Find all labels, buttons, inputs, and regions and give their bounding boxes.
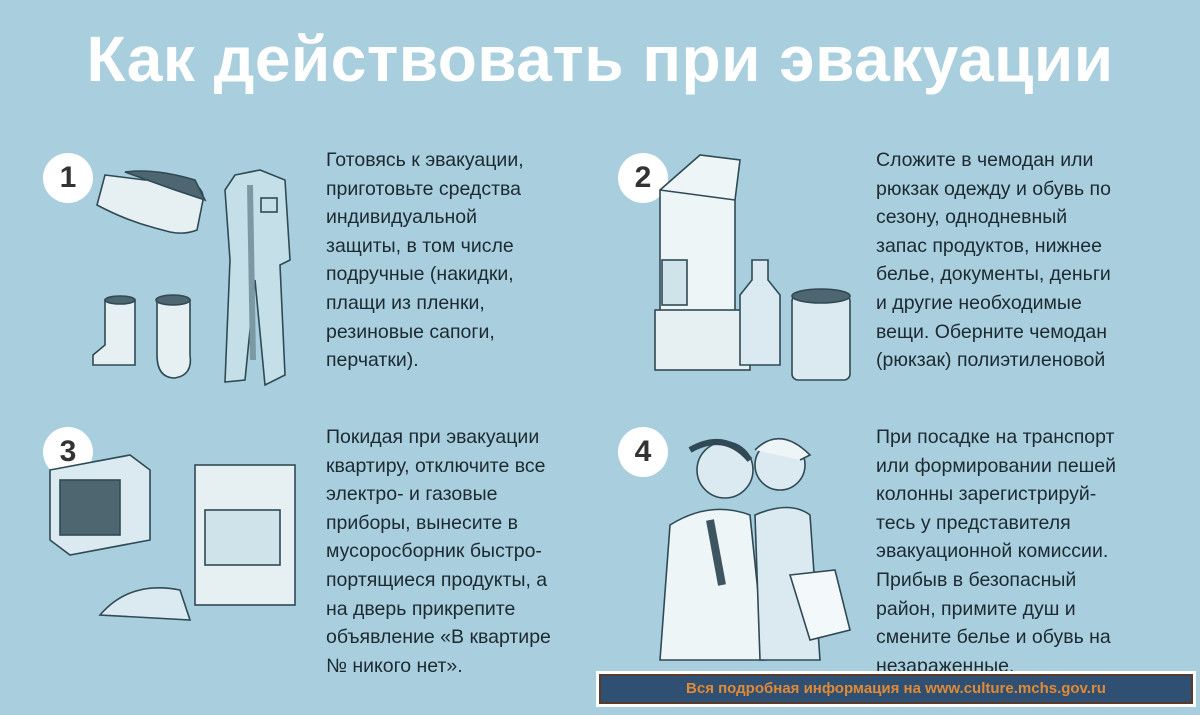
step-4-line: тесь у представителя <box>876 511 1071 534</box>
protective-gear-illustration <box>85 160 315 405</box>
step-2-line: запас продуктов, нижнее <box>876 234 1102 257</box>
step-2-line: рюкзак одежду и обувь по <box>876 177 1111 200</box>
info-banner: Вся подробная информация на www.culture.… <box>596 671 1196 707</box>
step-1-line: резиновые сапоги, <box>326 320 495 343</box>
step-3-line: № никого нет». <box>326 654 463 677</box>
step-3-line: портящиеся продукты, а <box>326 568 548 591</box>
poster-title: Как действовать при эвакуации <box>86 23 1114 95</box>
step-1-line: индивидуальной <box>326 206 477 229</box>
info-link[interactable]: Вся подробная информация на www.culture.… <box>599 674 1193 704</box>
step-1-text: Готовясь к эвакуации, приготовьте средст… <box>326 146 596 375</box>
step-1-badge: 1 <box>43 153 93 203</box>
step-1-line: Готовясь к эвакуации, <box>326 149 524 171</box>
step-1-line: перчатки). <box>326 349 419 372</box>
step-3-line: квартиру, отключите все <box>326 454 546 477</box>
step-3-line: Покидая при эвакуации <box>326 426 540 448</box>
step-4-line: При посадке на транспорт <box>876 426 1115 448</box>
step-3-line: электро- и газовые <box>326 483 498 506</box>
step-3-line: объявление «В квартире <box>326 626 551 649</box>
step-3-line: приборы, вынесите в <box>326 511 518 534</box>
appliances-illustration <box>40 440 310 645</box>
step-4-line: колонны зарегистрируй- <box>876 483 1097 506</box>
step-2-line: (рюкзак) полиэтиленовой <box>876 349 1106 372</box>
step-4-line: или формировании пешей <box>876 454 1117 477</box>
step-1-line: приготовьте средства <box>326 177 521 200</box>
step-4-line: район, примите душ и <box>876 597 1076 620</box>
step-4-text: При посадке на транспорт или формировани… <box>876 423 1146 680</box>
step-3-line: на дверь прикрепите <box>326 597 516 620</box>
step-2-line: сезону, однодневный <box>876 206 1068 229</box>
step-2-line: вещи. Оберните чемодан <box>876 320 1108 343</box>
step-1-line: защиты, в том числе <box>326 234 514 257</box>
step-3-line: мусоросборник быстро- <box>326 540 542 563</box>
registration-illustration <box>650 425 870 670</box>
step-2-text: Сложите в чемодан или рюкзак одежду и об… <box>876 146 1146 375</box>
step-4-line: смените белье и обувь на <box>876 626 1111 649</box>
step-4-line: Прибыв в безопасный <box>876 568 1077 591</box>
supplies-illustration <box>640 150 865 395</box>
step-1-line: плащи из пленки, <box>326 291 485 314</box>
step-4-badge: 4 <box>618 427 668 477</box>
step-3-text: Покидая при эвакуации квартиру, отключит… <box>326 423 596 680</box>
step-2-line: белье, документы, деньги <box>876 263 1111 286</box>
step-4-line: эвакуационной комиссии. <box>876 540 1109 563</box>
step-2-line: Сложите в чемодан или <box>876 149 1094 171</box>
step-1-line: подручные (накидки, <box>326 263 514 286</box>
step-2-line: и другие необходимые <box>876 291 1082 314</box>
